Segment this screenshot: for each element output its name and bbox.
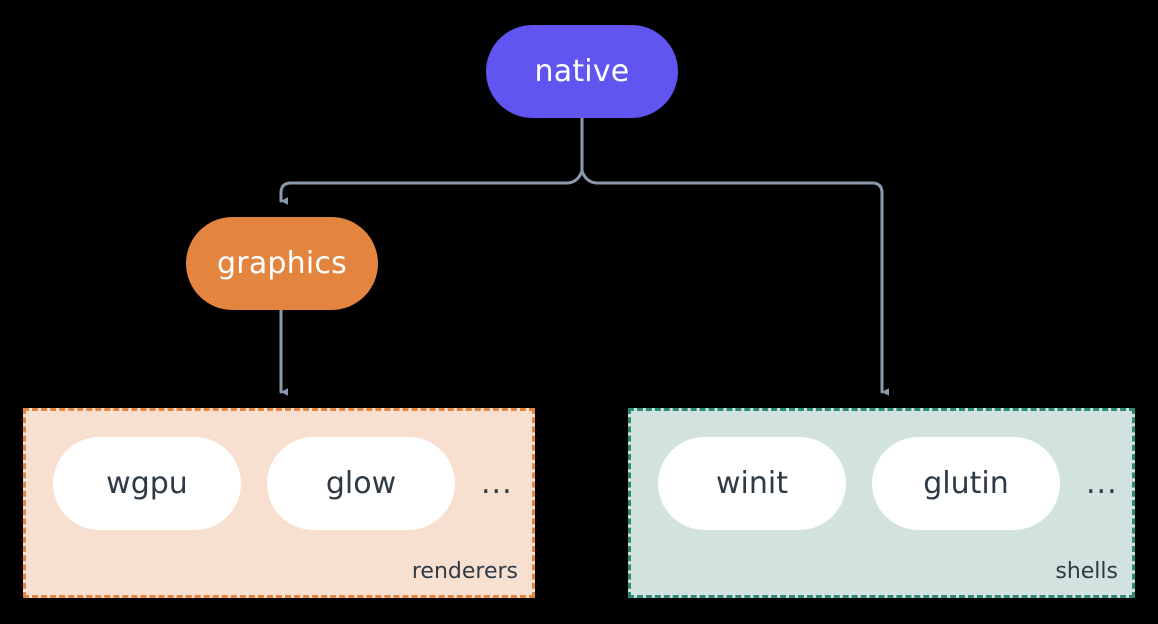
renderers-overflow-ellipsis: ... bbox=[481, 465, 513, 501]
group-renderers-label: renderers bbox=[411, 559, 518, 584]
node-native-label: native bbox=[534, 53, 630, 89]
shells-overflow-ellipsis: ... bbox=[1086, 465, 1118, 501]
leaf-node-glutin[interactable]: glutin bbox=[872, 437, 1060, 530]
node-native[interactable]: native bbox=[486, 25, 678, 118]
group-renderers-body: wgpu glow ... bbox=[26, 411, 532, 595]
leaf-node-winit[interactable]: winit bbox=[658, 437, 846, 530]
leaf-node-wgpu-label: wgpu bbox=[106, 465, 188, 501]
leaf-node-wgpu[interactable]: wgpu bbox=[53, 437, 241, 530]
group-renderers: wgpu glow ... renderers bbox=[23, 408, 535, 598]
edge-native-to-graphics bbox=[279, 169, 584, 205]
leaf-node-winit-label: winit bbox=[716, 465, 788, 501]
edge-native-to-shells bbox=[580, 169, 889, 396]
group-shells-body: winit glutin ... bbox=[631, 411, 1132, 595]
node-graphics-label: graphics bbox=[217, 245, 347, 281]
node-graphics[interactable]: graphics bbox=[186, 217, 378, 310]
leaf-node-glutin-label: glutin bbox=[923, 465, 1009, 501]
leaf-node-glow-label: glow bbox=[325, 465, 397, 501]
leaf-node-glow[interactable]: glow bbox=[267, 437, 455, 530]
group-shells: winit glutin ... shells bbox=[628, 408, 1135, 598]
group-shells-label: shells bbox=[1055, 559, 1118, 584]
